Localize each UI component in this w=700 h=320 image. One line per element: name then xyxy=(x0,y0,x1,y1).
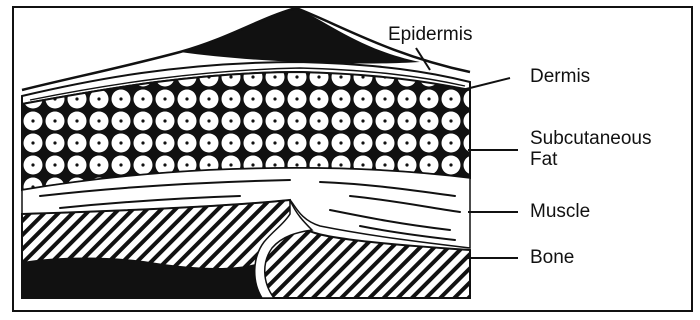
label-subcutaneous-fat-line1: Subcutaneous xyxy=(530,128,652,149)
label-bone: Bone xyxy=(530,247,574,268)
label-dermis: Dermis xyxy=(530,66,590,87)
label-muscle: Muscle xyxy=(530,201,590,222)
label-subcutaneous-fat: Subcutaneous Fat xyxy=(530,128,652,170)
label-subcutaneous-fat-line2: Fat xyxy=(530,149,652,170)
label-epidermis: Epidermis xyxy=(388,24,472,45)
epidermis-layer xyxy=(180,8,420,64)
